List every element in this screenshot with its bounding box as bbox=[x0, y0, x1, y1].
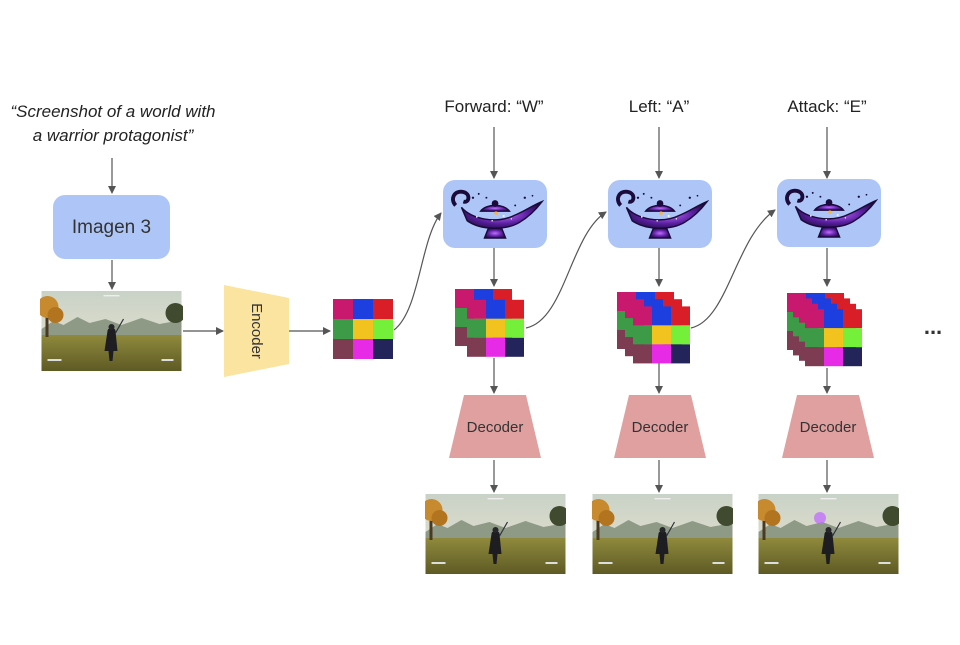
latent-cell bbox=[652, 306, 671, 326]
continuation-ellipsis: ... bbox=[924, 314, 942, 339]
action-label-left: Left: “A” bbox=[628, 97, 690, 116]
latent-cell bbox=[805, 309, 824, 329]
latent-cell bbox=[486, 337, 505, 357]
latent-cell bbox=[353, 299, 373, 319]
latent-cell bbox=[505, 337, 524, 357]
latent-cell bbox=[805, 328, 824, 348]
latent-cell bbox=[843, 309, 862, 329]
text-prompt-line-1: “Screenshot of a world with bbox=[10, 102, 216, 121]
latent-grid-layer bbox=[633, 306, 690, 364]
latent-grid-layer bbox=[467, 299, 524, 357]
latent-cell bbox=[652, 325, 671, 345]
output-game-frame-2 bbox=[592, 494, 733, 574]
latent-cell bbox=[633, 344, 652, 364]
imagen-node: Imagen 3 bbox=[53, 195, 170, 259]
latent-cell bbox=[333, 299, 353, 319]
latent-cell bbox=[467, 337, 486, 357]
encoder-node: Encoder bbox=[224, 285, 289, 377]
latent-cell bbox=[486, 299, 505, 319]
latent-cell bbox=[486, 318, 505, 338]
encoder-label: Encoder bbox=[248, 303, 265, 359]
latent-cell bbox=[373, 339, 393, 359]
latent-cell bbox=[467, 318, 486, 338]
decoder-node-2: Decoder bbox=[614, 395, 706, 458]
decoder-node-3: Decoder bbox=[782, 395, 874, 458]
latent-cell bbox=[467, 299, 486, 319]
latent-cell bbox=[824, 328, 843, 348]
latent-cell bbox=[333, 319, 353, 339]
latent-cell bbox=[353, 319, 373, 339]
latent-cell bbox=[505, 299, 524, 319]
input-game-frame bbox=[40, 291, 183, 371]
latent-cell bbox=[353, 339, 373, 359]
latent-cell bbox=[671, 344, 690, 364]
latent-grid-initial bbox=[333, 299, 393, 359]
world-model-step-1 bbox=[443, 180, 547, 248]
action-label-attack: Attack: “E” bbox=[787, 97, 867, 116]
arrow-stack1-to-lamp-2 bbox=[525, 211, 607, 329]
latent-grid-layer bbox=[805, 309, 862, 367]
decoder-label: Decoder bbox=[800, 419, 857, 436]
latent-stack-3 bbox=[787, 293, 862, 367]
latent-stack-1 bbox=[455, 289, 524, 357]
latent-cell bbox=[373, 299, 393, 319]
latent-cell bbox=[652, 344, 671, 364]
latent-cell bbox=[373, 319, 393, 339]
latent-cell bbox=[633, 325, 652, 345]
output-game-frame-3 bbox=[758, 494, 899, 574]
latent-stack-2 bbox=[617, 292, 690, 364]
latent-cell bbox=[824, 309, 843, 329]
text-prompt: “Screenshot of a world with a warrior pr… bbox=[0, 100, 226, 148]
output-game-frame-1 bbox=[425, 494, 566, 574]
decoder-label: Decoder bbox=[632, 419, 689, 436]
latent-cell bbox=[805, 347, 824, 367]
latent-cell bbox=[333, 339, 353, 359]
text-prompt-line-2: a warrior protagonist” bbox=[32, 126, 194, 145]
action-label-forward: Forward: “W” bbox=[444, 97, 544, 116]
arrows bbox=[108, 127, 831, 493]
latent-grid bbox=[333, 299, 393, 359]
imagen-label: Imagen 3 bbox=[72, 217, 151, 238]
latent-cell bbox=[843, 347, 862, 367]
arrow-latent-to-lamp-1 bbox=[393, 212, 442, 331]
arrow-stack2-to-lamp-3 bbox=[690, 209, 776, 329]
latent-cell bbox=[671, 306, 690, 326]
latent-cell bbox=[824, 347, 843, 367]
latent-cell bbox=[843, 328, 862, 348]
latent-cell bbox=[671, 325, 690, 345]
world-model-step-2 bbox=[608, 180, 712, 248]
latent-cell bbox=[505, 318, 524, 338]
decoder-label: Decoder bbox=[467, 419, 524, 436]
world-model-step-3 bbox=[777, 179, 881, 247]
latent-cell bbox=[633, 306, 652, 326]
decoder-node-1: Decoder bbox=[449, 395, 541, 458]
